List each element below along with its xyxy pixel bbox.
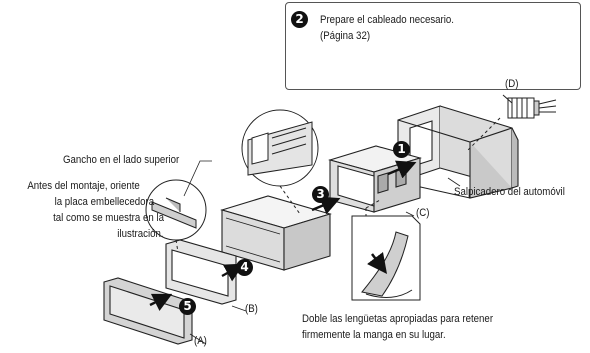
orient-note-line1: Antes del montaje, oriente <box>27 180 140 192</box>
leader-lines <box>183 160 461 345</box>
dashboard-label: Salpicadero del automóvil <box>454 186 565 198</box>
chassis-connector-detail <box>241 109 319 215</box>
faceplate-a <box>103 277 193 345</box>
part-a-label: (A) <box>194 335 207 347</box>
callout-line1: Prepare el cableado necesario. <box>320 14 454 26</box>
connector-guide-line <box>467 117 501 151</box>
step-4-badge: 4 <box>236 259 253 276</box>
hook-label: Gancho en el lado superior <box>63 154 180 166</box>
orient-note-line2: la placa embellecedora <box>54 196 154 208</box>
bend-note-line1: Doble las lengüetas apropiadas para rete… <box>302 313 494 325</box>
hook-detail <box>145 179 207 253</box>
step-3-badge: 3 <box>312 186 329 203</box>
orient-note-line3: tal como se muestra en la <box>53 212 164 224</box>
part-b-label: (B) <box>245 303 258 315</box>
callout-line2: (Página 32) <box>320 30 371 42</box>
bend-tab-detail <box>351 199 421 301</box>
part-c-label: (C) <box>416 207 430 219</box>
step-2-badge: 2 <box>291 11 308 28</box>
connector-label-d: (D) <box>505 78 519 90</box>
wiring-callout-box <box>285 2 581 90</box>
step-5-badge: 5 <box>179 298 196 315</box>
orient-note-line4: ilustración. <box>117 228 164 240</box>
trim-plate-b <box>165 239 237 305</box>
wiring-connector-d <box>502 94 557 119</box>
bend-note-line2: firmemente la manga en su lugar. <box>302 329 446 341</box>
step-1-badge: 1 <box>393 141 410 158</box>
unit-chassis <box>220 195 332 271</box>
